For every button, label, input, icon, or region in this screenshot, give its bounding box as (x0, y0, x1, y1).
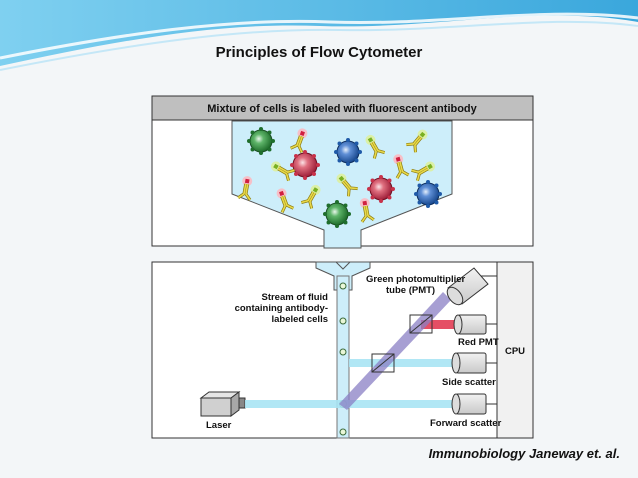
label-green-pmt-line2: tube (PMT) (386, 285, 435, 296)
label-green-pmt-line1: Green photomultiplier (366, 274, 466, 285)
forward-scatter-pmt (451, 393, 497, 415)
antibody-green-tag (300, 184, 321, 209)
label-cpu: CPU (505, 346, 525, 357)
label-stream-line1: Stream of fluid (261, 292, 328, 303)
antibody-green-tag (270, 161, 295, 182)
red-pmt (453, 314, 497, 335)
panel-header (151, 95, 534, 121)
side-scatter-beam (349, 359, 453, 367)
fluid-funnel (231, 120, 453, 249)
cell-blue (414, 180, 442, 208)
label-side-scatter: Side scatter (442, 377, 496, 388)
green-diagonal-beam (339, 292, 451, 410)
detector-panel: Stream of fluid containing antibody- lab… (151, 261, 534, 439)
antibody-green-tag (411, 161, 436, 182)
side-scatter-pmt (451, 352, 497, 374)
cell-green (323, 200, 351, 228)
antibody-green-tag (365, 134, 386, 159)
image-credit: Immunobiology Janeway et. al. (428, 446, 620, 461)
label-stream-line2: containing antibody- (235, 303, 328, 314)
label-forward-scatter: Forward scatter (430, 418, 502, 429)
panel-heading: Mixture of cells is labeled with fluores… (207, 103, 477, 115)
antibody-red-tag (393, 154, 410, 179)
cpu-box (496, 261, 534, 439)
label-laser: Laser (206, 420, 232, 431)
laser-device (199, 391, 246, 417)
header-wave (0, 0, 638, 71)
fluid-stream (336, 275, 350, 439)
antibody-green-tag (406, 129, 428, 153)
antibody-green-tag (336, 173, 358, 197)
label-red-pmt: Red PMT (458, 337, 499, 348)
cell-mixture-panel: Mixture of cells is labeled with fluores… (151, 95, 534, 249)
antibody-red-tag (359, 198, 375, 223)
antibodies (237, 128, 436, 223)
mirror-side (371, 353, 395, 373)
red-beam (421, 320, 455, 329)
green-pmt (446, 267, 497, 306)
label-stream-line3: labeled cells (271, 314, 328, 325)
antibody-red-tag (276, 188, 295, 214)
slide-title: Principles of Flow Cytometer (215, 44, 423, 61)
antibody-red-tag (289, 128, 308, 154)
antibody-red-tag (237, 176, 253, 201)
cells (247, 127, 442, 228)
mirror-red (409, 314, 433, 334)
cell-red (367, 175, 395, 203)
cell-red (290, 150, 320, 180)
cell-blue (334, 138, 362, 166)
cell-green (247, 127, 275, 155)
